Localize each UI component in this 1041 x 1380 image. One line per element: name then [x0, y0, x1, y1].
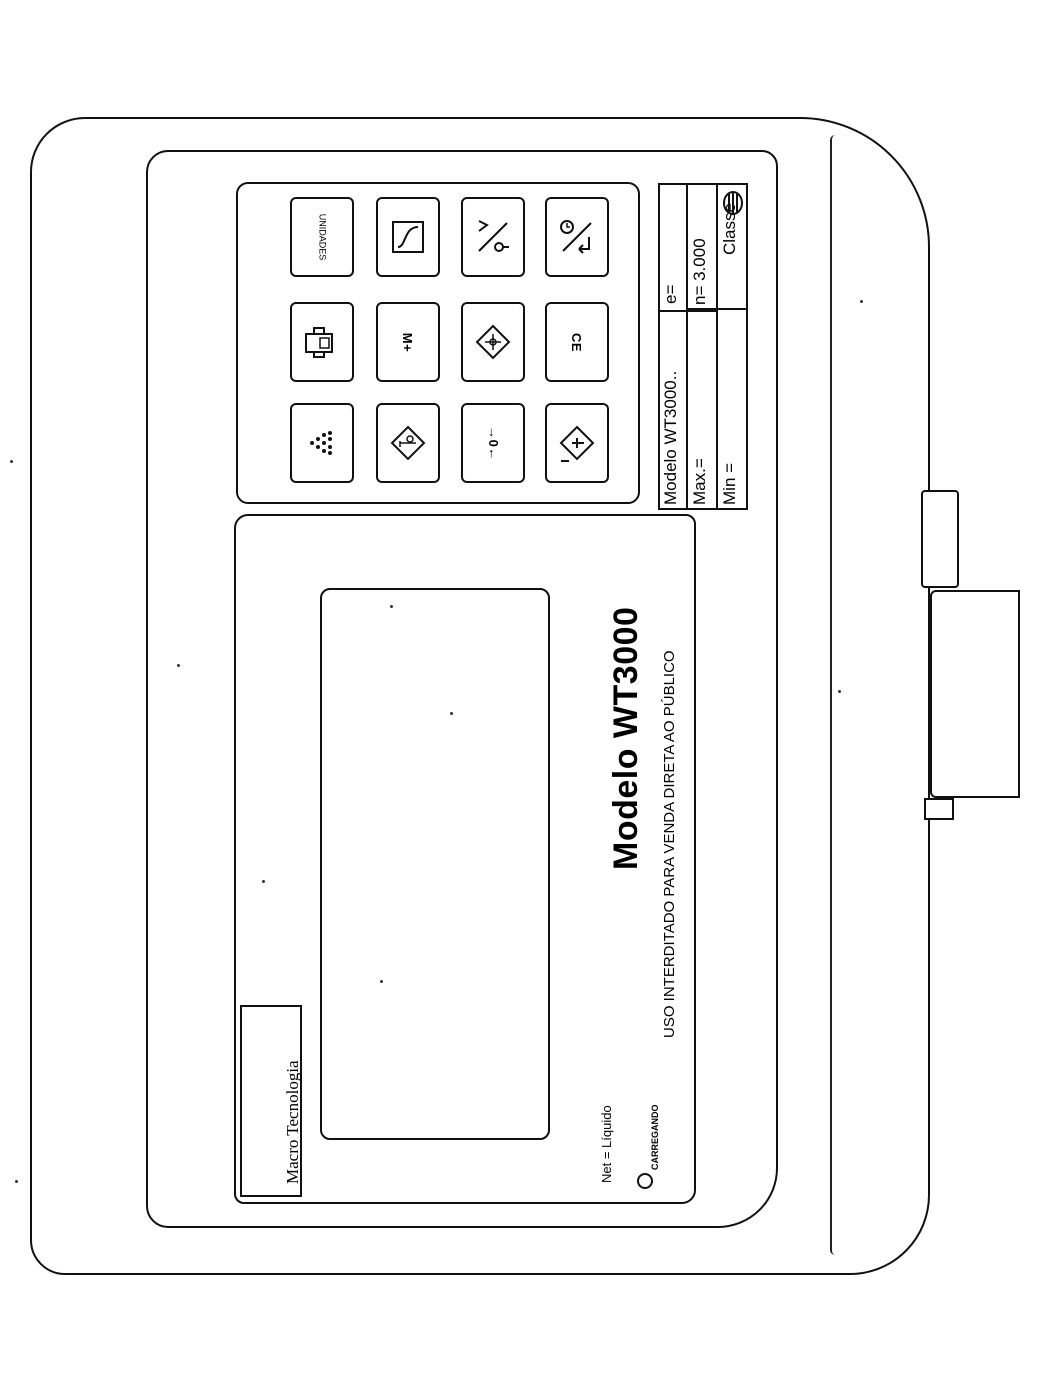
keypad — [236, 182, 640, 504]
tare-icon — [559, 425, 595, 462]
on-off-key[interactable] — [461, 197, 525, 277]
zero-key[interactable]: →0← — [461, 403, 525, 483]
housing-edge — [830, 135, 840, 1255]
net-legend: Net = Líquido — [599, 1105, 614, 1183]
on-off-icon — [478, 220, 509, 252]
clear-entry-label: CE — [569, 332, 585, 352]
display-bezel — [234, 514, 696, 1204]
function-key[interactable] — [461, 302, 525, 382]
model-title: Modelo WT3000 — [607, 606, 645, 870]
charging-led — [637, 1173, 653, 1189]
spec-min: Min = — [720, 462, 739, 505]
spec-n: n= 3.000 — [690, 238, 709, 305]
lcd-screen — [320, 588, 550, 1140]
dots-pattern-icon — [310, 431, 332, 455]
preset-tare-key[interactable] — [376, 403, 440, 483]
units-key-label: UNIDADES — [316, 213, 327, 261]
tare-key[interactable] — [545, 403, 609, 483]
side-connector-block — [930, 590, 1020, 798]
clock-enter-key[interactable] — [545, 197, 609, 277]
units-key[interactable]: UNIDADES — [290, 197, 354, 277]
gross-net-icon — [475, 324, 511, 360]
calibrate-key[interactable] — [376, 197, 440, 277]
spec-e: e= — [661, 284, 680, 304]
dots-key[interactable] — [290, 403, 354, 483]
memory-plus-key[interactable]: M+ — [376, 302, 440, 382]
spec-divider — [716, 183, 718, 510]
front-panel — [146, 150, 778, 1228]
scale-housing — [30, 117, 930, 1275]
brand-name: Macro Tecnologia — [283, 1060, 302, 1184]
clock-enter-icon — [560, 220, 592, 254]
spec-model: Modelo WT3000.. — [661, 370, 680, 505]
spec-divider — [658, 310, 718, 312]
preset-tare-icon — [390, 425, 426, 461]
charging-label: CARREGANDO — [650, 1104, 660, 1170]
memory-plus-label: M+ — [400, 332, 416, 352]
curve-icon — [392, 221, 424, 253]
spec-plate — [658, 183, 748, 510]
print-key[interactable] — [290, 302, 354, 382]
side-mount-top — [921, 490, 959, 588]
spec-max: Max.= — [690, 458, 709, 505]
side-mount-bottom — [924, 798, 954, 820]
spec-divider — [686, 183, 688, 510]
accuracy-class-icon — [723, 191, 743, 215]
zero-key-label: →0← — [485, 425, 501, 461]
printer-icon — [305, 327, 333, 358]
usage-warning: USO INTERDITADO PARA VENDA DIRETA AO PÚB… — [661, 650, 678, 1038]
brand-plate — [240, 1005, 302, 1197]
spec-divider — [686, 308, 746, 310]
clear-entry-key[interactable]: CE — [545, 302, 609, 382]
